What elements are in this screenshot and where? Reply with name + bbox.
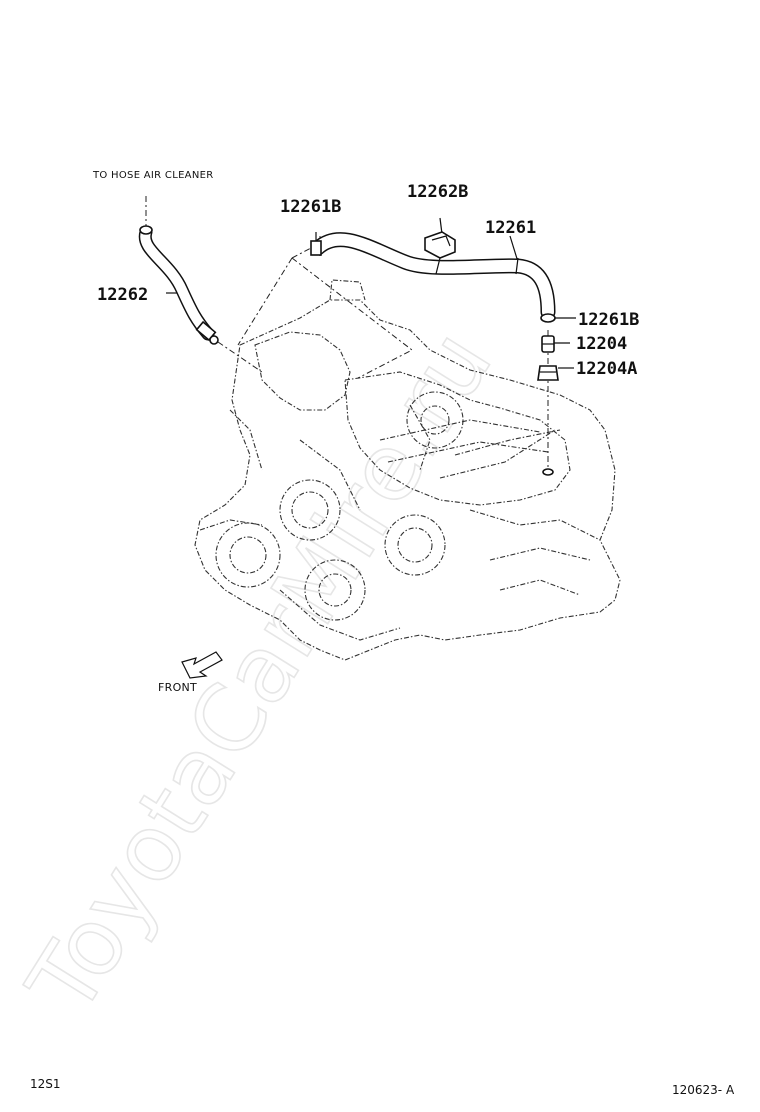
note-to-hose-air-cleaner: TO HOSE AIR CLEANER [92,170,213,181]
label-12262b: 12262B [407,182,468,202]
label-12261b-right: 12261B [578,310,639,330]
front-label: FRONT [158,681,197,694]
hose-clamp-bracket [424,231,456,259]
figure-code: 120623- A [672,1083,735,1097]
watermark-text: ToyotaCarMire.ru [7,312,512,1032]
label-12262: 12262 [97,285,148,305]
clamp-left [310,232,322,256]
engine-block-outline [194,279,621,661]
label-12204: 12204 [576,334,627,354]
pcv-hose [310,232,556,320]
label-12204a: 12204A [576,359,637,379]
front-arrow-icon [181,651,223,679]
hose-air-cleaner [138,225,219,345]
section-code: 12S1 [30,1077,61,1091]
pcv-valve-stack [537,313,559,476]
label-12261: 12261 [485,218,536,238]
label-12261b-left: 12261B [280,197,341,217]
assembly-bracket-outline [237,237,413,379]
